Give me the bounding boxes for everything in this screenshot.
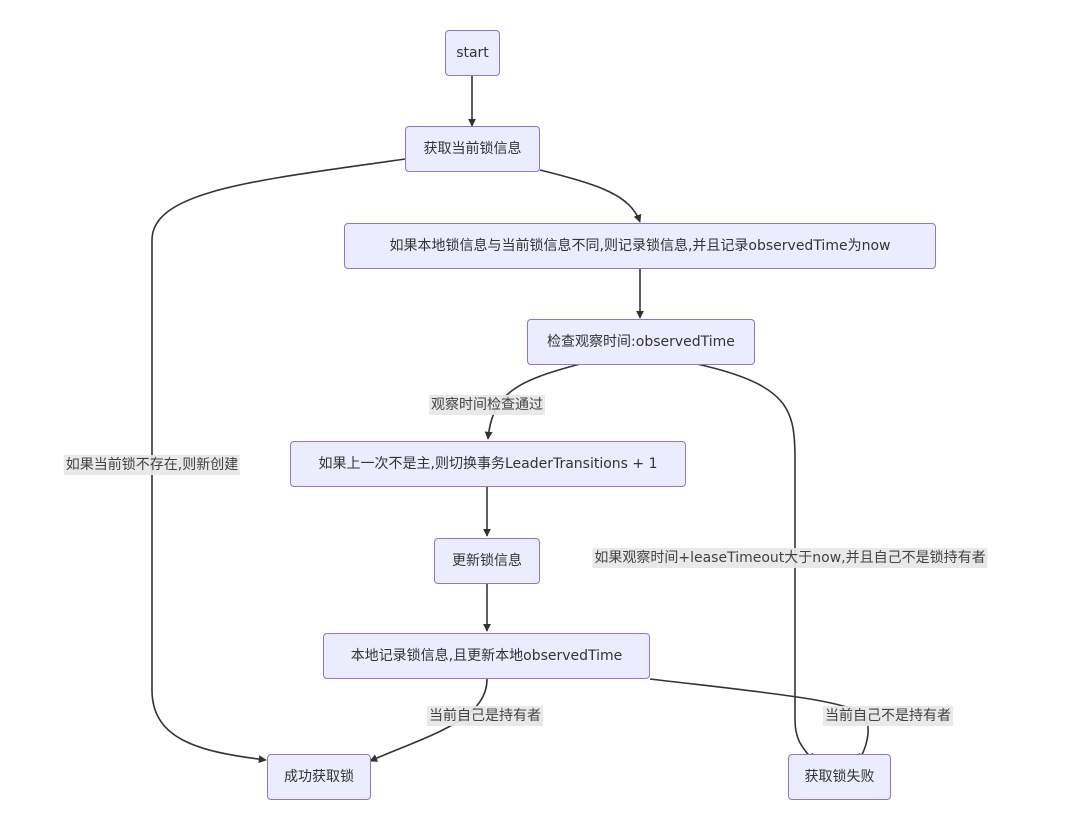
node-record-info: 如果本地锁信息与当前锁信息不同,则记录锁信息,并且记录observedTime为…: [344, 223, 936, 269]
edge-label-timeout-not-holder: 如果观察时间+leaseTimeout大于now,并且自己不是锁持有者: [592, 548, 988, 568]
edge-label-check-passed: 观察时间检查通过: [429, 395, 545, 415]
node-start: start: [445, 30, 500, 76]
edge-get-lock-info-to-record-info: [539, 169, 642, 223]
node-update-lock: 更新锁信息: [434, 538, 540, 584]
edge-check-time-to-leader-transition: [484, 363, 581, 440]
edge-check-time-to-fail: [696, 363, 814, 762]
node-record-local: 本地记录锁信息,且更新本地observedTime: [323, 633, 650, 679]
node-leader-transition: 如果上一次不是主,则切换事务LeaderTransitions + 1: [290, 441, 686, 487]
node-fail: 获取锁失败: [788, 754, 891, 800]
edge-label-is-holder: 当前自己是持有者: [427, 706, 543, 726]
edge-get-lock-info-to-success: [151, 158, 406, 764]
edge-label-create-if-missing: 如果当前锁不存在,则新创建: [63, 455, 241, 475]
node-get-lock-info: 获取当前锁信息: [405, 126, 540, 172]
edge-label-not-holder: 当前自己不是持有者: [823, 706, 953, 726]
node-check-time: 检查观察时间:observedTime: [527, 319, 755, 365]
node-success: 成功获取锁: [267, 754, 371, 800]
